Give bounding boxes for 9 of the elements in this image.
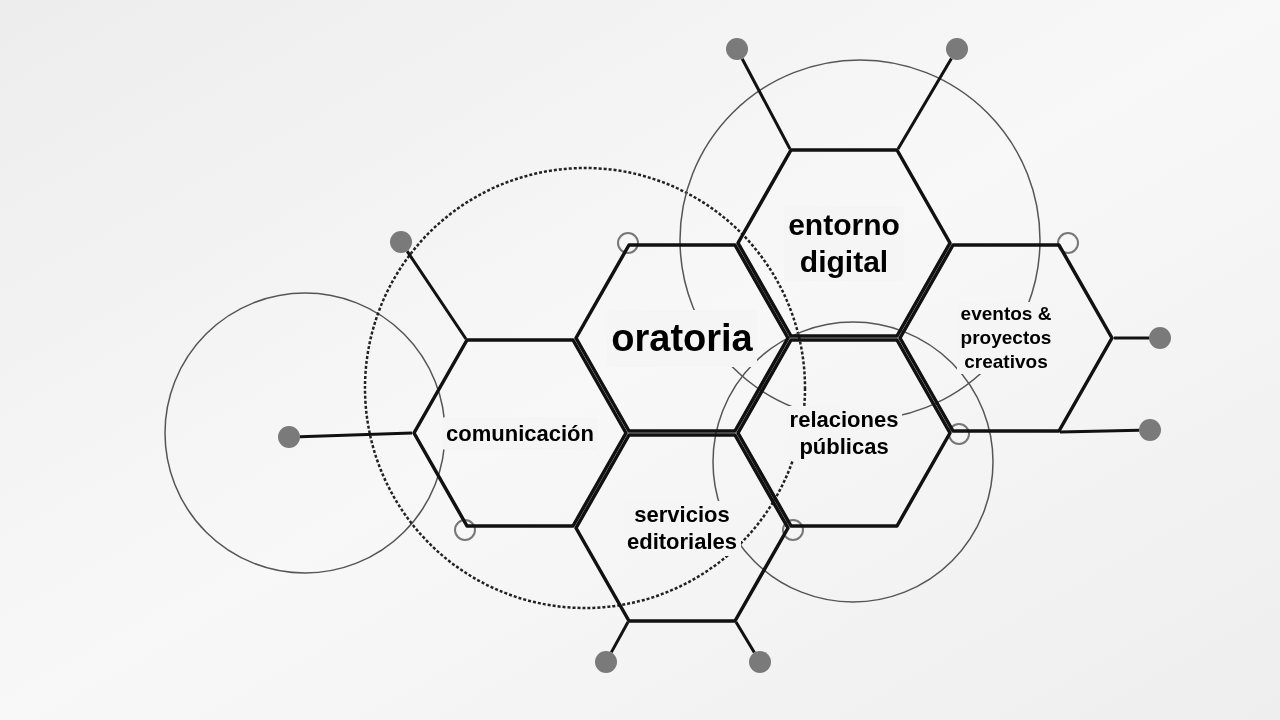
connector-line (1114, 336, 1149, 340)
connector-line (610, 621, 630, 654)
connector-line (1059, 428, 1140, 434)
connector-line (740, 58, 792, 150)
connector-line (405, 250, 468, 340)
connector-line (896, 57, 953, 150)
connector-line (734, 621, 756, 654)
hexagon-label: relaciones públicas (785, 405, 903, 461)
connector-line (299, 431, 413, 439)
